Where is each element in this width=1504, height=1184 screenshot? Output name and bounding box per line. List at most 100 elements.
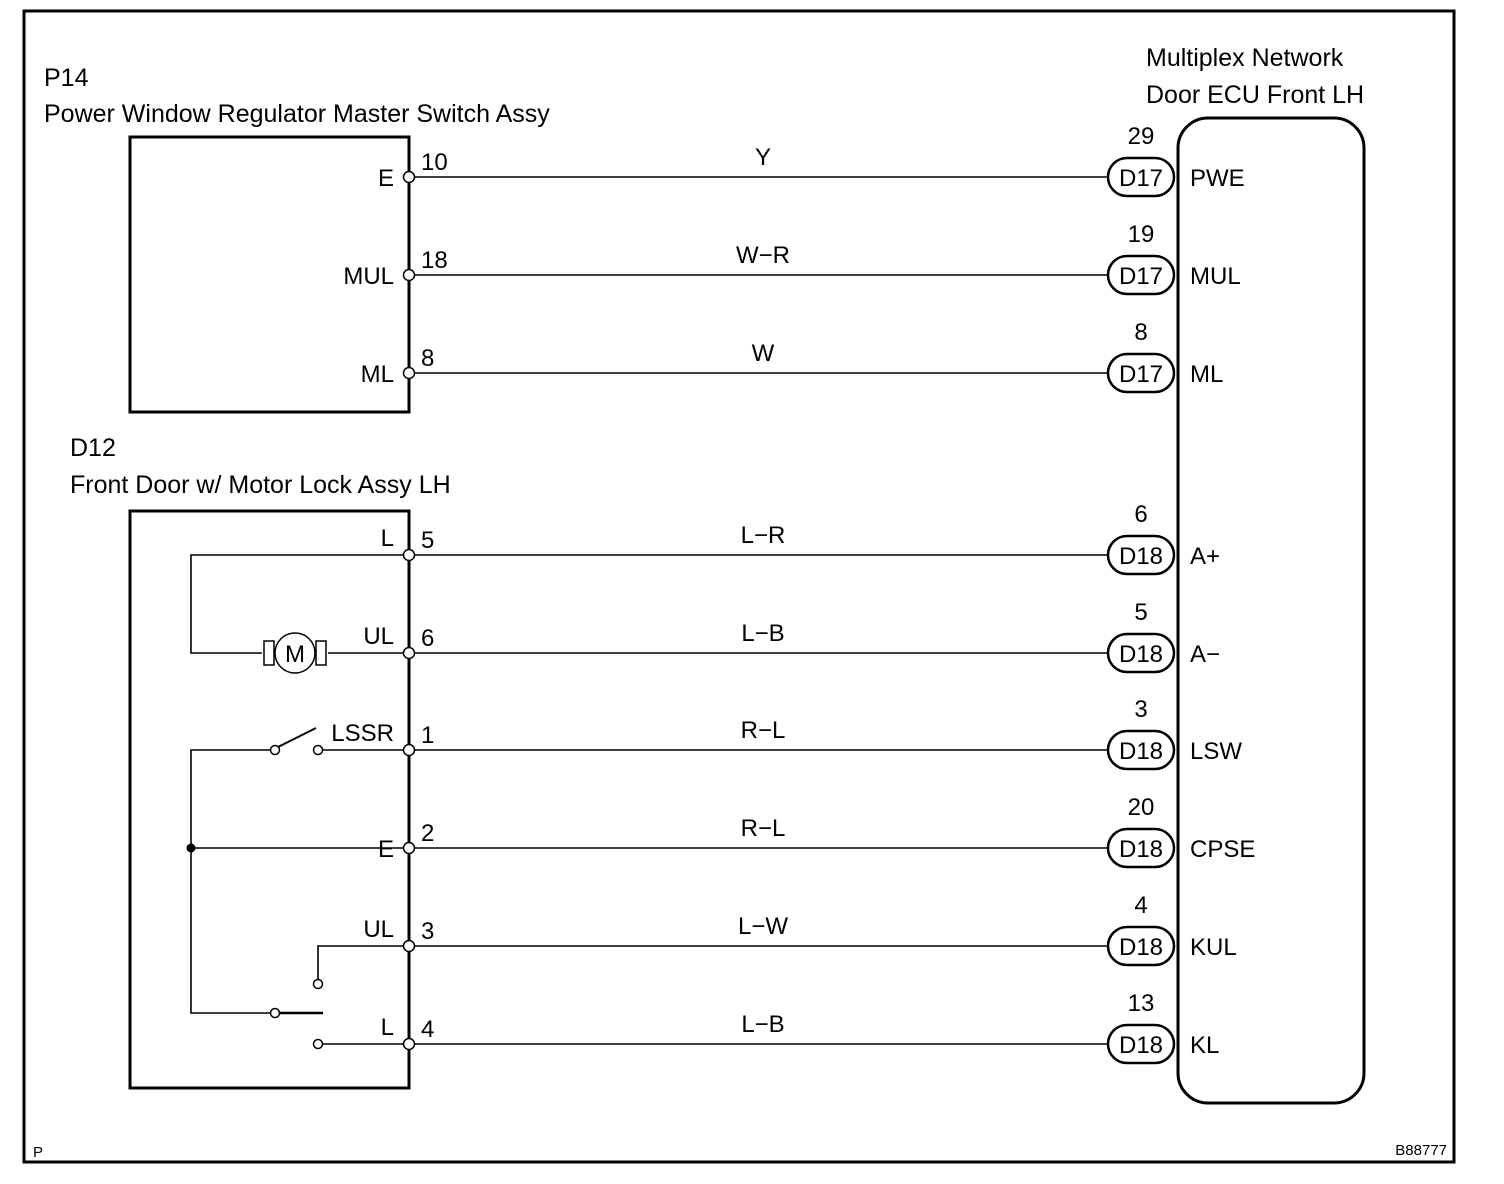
connector-badge bbox=[1106, 1023, 1176, 1065]
pin-name-label: E bbox=[378, 836, 394, 863]
connector-badge bbox=[1106, 729, 1176, 771]
connector-label: D17 bbox=[1119, 263, 1163, 290]
pin-name-label: E bbox=[378, 165, 394, 192]
terminal-icon bbox=[402, 170, 416, 184]
terminal-icon bbox=[402, 268, 416, 282]
connector-badge bbox=[1106, 352, 1176, 394]
pin-name-label: L bbox=[381, 525, 394, 552]
terminal-icon bbox=[402, 366, 416, 380]
pin-number-label: 4 bbox=[421, 1016, 434, 1043]
pin-name-label: L bbox=[381, 1014, 394, 1041]
ecu-title-line2: Door ECU Front LH bbox=[1146, 81, 1364, 109]
key-switch-icon bbox=[269, 978, 324, 1050]
ecu-pin-number: 5 bbox=[1134, 599, 1147, 626]
pin-name-label: MUL bbox=[343, 263, 394, 290]
ecu-signal-label: ML bbox=[1190, 361, 1223, 388]
junction-dot bbox=[186, 843, 196, 853]
connector-label: D18 bbox=[1119, 641, 1163, 668]
ecu-pin-number: 6 bbox=[1134, 501, 1147, 528]
connector-label: D18 bbox=[1119, 836, 1163, 863]
d12-code: D12 bbox=[70, 434, 116, 462]
pin-name-label: UL bbox=[363, 916, 394, 943]
wire-color-label: R−L bbox=[741, 815, 786, 842]
terminal-icon bbox=[402, 939, 416, 953]
ecu-signal-label: LSW bbox=[1190, 738, 1242, 765]
ecu-pin-number: 3 bbox=[1134, 696, 1147, 723]
p14-code: P14 bbox=[44, 64, 89, 92]
ecu-signal-label: A− bbox=[1190, 641, 1220, 668]
connector-badge bbox=[1106, 254, 1176, 296]
pin-number-label: 2 bbox=[421, 820, 434, 847]
pin-name-label: ML bbox=[361, 361, 394, 388]
connector-badge bbox=[1106, 534, 1176, 576]
ecu-signal-label: KL bbox=[1190, 1032, 1219, 1059]
pin-number-label: 6 bbox=[421, 625, 434, 652]
pin-number-label: 8 bbox=[421, 345, 434, 372]
ecu-pin-number: 29 bbox=[1128, 123, 1155, 150]
terminal-icon bbox=[402, 646, 416, 660]
pin-number-label: 18 bbox=[421, 247, 448, 274]
pin-number-label: 1 bbox=[421, 722, 434, 749]
motor-icon: M bbox=[263, 632, 327, 674]
terminal-icon bbox=[402, 548, 416, 562]
connector-label: D17 bbox=[1119, 361, 1163, 388]
d12-lock-body bbox=[128, 509, 411, 1090]
wire-color-label: W bbox=[752, 340, 775, 367]
ecu-signal-label: MUL bbox=[1190, 263, 1241, 290]
pin-number-label: 10 bbox=[421, 149, 448, 176]
pin-name-label: LSSR bbox=[331, 720, 394, 747]
wire-color-label: Y bbox=[755, 144, 771, 171]
motor-symbol: M bbox=[285, 641, 305, 668]
wire-color-label: L−W bbox=[738, 913, 788, 940]
connector-label: D18 bbox=[1119, 1032, 1163, 1059]
ecu-body bbox=[1176, 116, 1366, 1105]
terminal-icon bbox=[402, 841, 416, 855]
pin-name-label: UL bbox=[363, 623, 394, 650]
wire-color-label: L−B bbox=[741, 620, 784, 647]
terminal-icon bbox=[402, 743, 416, 757]
diagram-frame bbox=[22, 9, 1456, 1164]
wire-color-label: L−R bbox=[741, 522, 786, 549]
lssr-switch-icon bbox=[269, 727, 324, 756]
d12-name: Front Door w/ Motor Lock Assy LH bbox=[70, 471, 451, 499]
ecu-title-line1: Multiplex Network bbox=[1146, 44, 1344, 72]
ecu-signal-label: A+ bbox=[1190, 543, 1220, 570]
p14-name: Power Window Regulator Master Switch Ass… bbox=[44, 100, 550, 128]
connector-badge bbox=[1106, 632, 1176, 674]
wire-color-label: W−R bbox=[736, 242, 790, 269]
ecu-pin-number: 13 bbox=[1128, 990, 1155, 1017]
ecu-pin-number: 8 bbox=[1134, 319, 1147, 346]
pin-number-label: 5 bbox=[421, 527, 434, 554]
ecu-pin-number: 20 bbox=[1128, 794, 1155, 821]
figure-id: B88777 bbox=[1395, 1142, 1447, 1159]
wire-color-label: R−L bbox=[741, 717, 786, 744]
wire-color-label: L−B bbox=[741, 1011, 784, 1038]
wire-layer: YE10D1729PWEW−RMUL18D1719MULWML8D178MLL−… bbox=[331, 123, 1255, 1065]
d12-internal-circuit: M bbox=[186, 554, 409, 1050]
connector-badge bbox=[1106, 925, 1176, 967]
pin-number-label: 3 bbox=[421, 918, 434, 945]
connector-label: D17 bbox=[1119, 165, 1163, 192]
ecu-pin-number: 4 bbox=[1134, 892, 1147, 919]
ecu-signal-label: CPSE bbox=[1190, 836, 1255, 863]
connector-label: D18 bbox=[1119, 543, 1163, 570]
corner-label: P bbox=[33, 1144, 43, 1161]
ecu-signal-label: KUL bbox=[1190, 934, 1237, 961]
connector-badge bbox=[1106, 827, 1176, 869]
ecu-signal-label: PWE bbox=[1190, 165, 1245, 192]
connector-label: D18 bbox=[1119, 934, 1163, 961]
ecu-pin-number: 19 bbox=[1128, 221, 1155, 248]
connector-badge bbox=[1106, 156, 1176, 198]
terminal-icon bbox=[402, 1037, 416, 1051]
connector-label: D18 bbox=[1119, 738, 1163, 765]
